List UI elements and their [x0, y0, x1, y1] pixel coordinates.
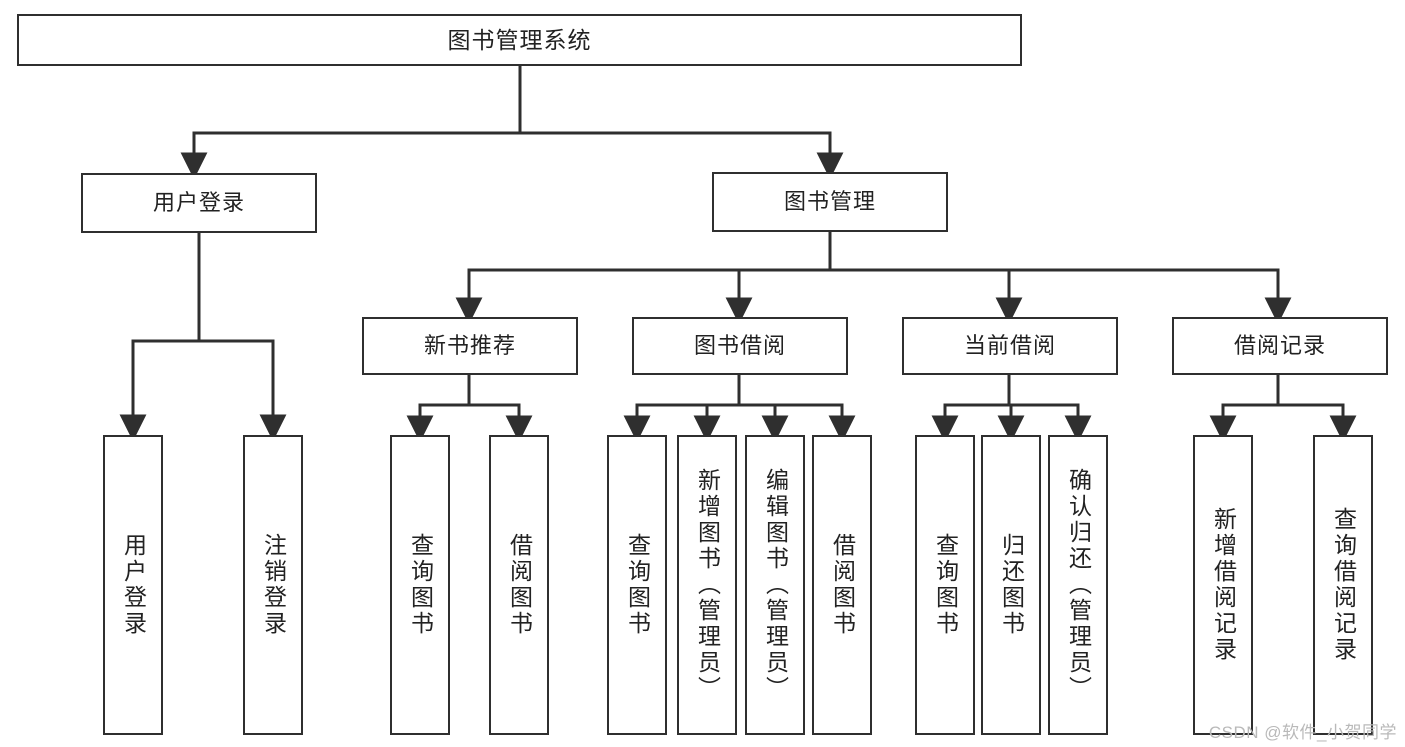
node-leaf-logout[interactable]: 注销登录: [243, 435, 303, 735]
node-current-borrow[interactable]: 当前借阅: [902, 317, 1118, 375]
node-leaf-add-book-label: 新增图书（管理员）: [694, 468, 721, 702]
node-leaf-add-record-label: 新增借阅记录: [1210, 507, 1237, 663]
node-current-borrow-label: 当前借阅: [963, 333, 1056, 359]
node-book-manage-label: 图书管理: [783, 189, 876, 215]
node-leaf-query-book-1[interactable]: 查询图书: [390, 435, 450, 735]
node-leaf-logout-label: 注销登录: [260, 533, 287, 637]
node-root-label: 图书管理系统: [447, 26, 592, 53]
node-leaf-return-book[interactable]: 归还图书: [981, 435, 1041, 735]
node-book-borrow[interactable]: 图书借阅: [632, 317, 848, 375]
node-leaf-return-book-label: 归还图书: [998, 533, 1025, 637]
node-leaf-query-book-2[interactable]: 查询图书: [607, 435, 667, 735]
node-new-book-rec-label: 新书推荐: [423, 333, 516, 359]
watermark-text: CSDN @软件_小贺同学: [1208, 723, 1397, 742]
node-leaf-confirm-return-label: 确认归还（管理员）: [1065, 468, 1092, 702]
node-leaf-query-book-3[interactable]: 查询图书: [915, 435, 975, 735]
node-leaf-borrow-book-2-label: 借阅图书: [829, 533, 856, 637]
node-borrow-record[interactable]: 借阅记录: [1172, 317, 1388, 375]
node-leaf-query-book-1-label: 查询图书: [407, 533, 434, 637]
node-user-login-label: 用户登录: [152, 190, 245, 216]
node-book-borrow-label: 图书借阅: [693, 333, 786, 359]
node-new-book-rec[interactable]: 新书推荐: [362, 317, 578, 375]
node-leaf-query-book-3-label: 查询图书: [932, 533, 959, 637]
node-leaf-edit-book[interactable]: 编辑图书（管理员）: [745, 435, 805, 735]
node-user-login[interactable]: 用户登录: [81, 173, 317, 233]
node-root[interactable]: 图书管理系统: [17, 14, 1022, 66]
node-leaf-borrow-book-1[interactable]: 借阅图书: [489, 435, 549, 735]
node-book-manage[interactable]: 图书管理: [712, 172, 948, 232]
node-leaf-query-record-label: 查询借阅记录: [1330, 507, 1357, 663]
node-leaf-query-record[interactable]: 查询借阅记录: [1313, 435, 1373, 735]
node-borrow-record-label: 借阅记录: [1233, 333, 1326, 359]
node-leaf-edit-book-label: 编辑图书（管理员）: [762, 468, 789, 702]
node-leaf-confirm-return[interactable]: 确认归还（管理员）: [1048, 435, 1108, 735]
node-leaf-add-record[interactable]: 新增借阅记录: [1193, 435, 1253, 735]
node-leaf-borrow-book-1-label: 借阅图书: [506, 533, 533, 637]
node-leaf-borrow-book-2[interactable]: 借阅图书: [812, 435, 872, 735]
node-leaf-user-login[interactable]: 用户登录: [103, 435, 163, 735]
node-leaf-user-login-label: 用户登录: [120, 533, 147, 637]
node-leaf-query-book-2-label: 查询图书: [624, 533, 651, 637]
node-leaf-add-book[interactable]: 新增图书（管理员）: [677, 435, 737, 735]
